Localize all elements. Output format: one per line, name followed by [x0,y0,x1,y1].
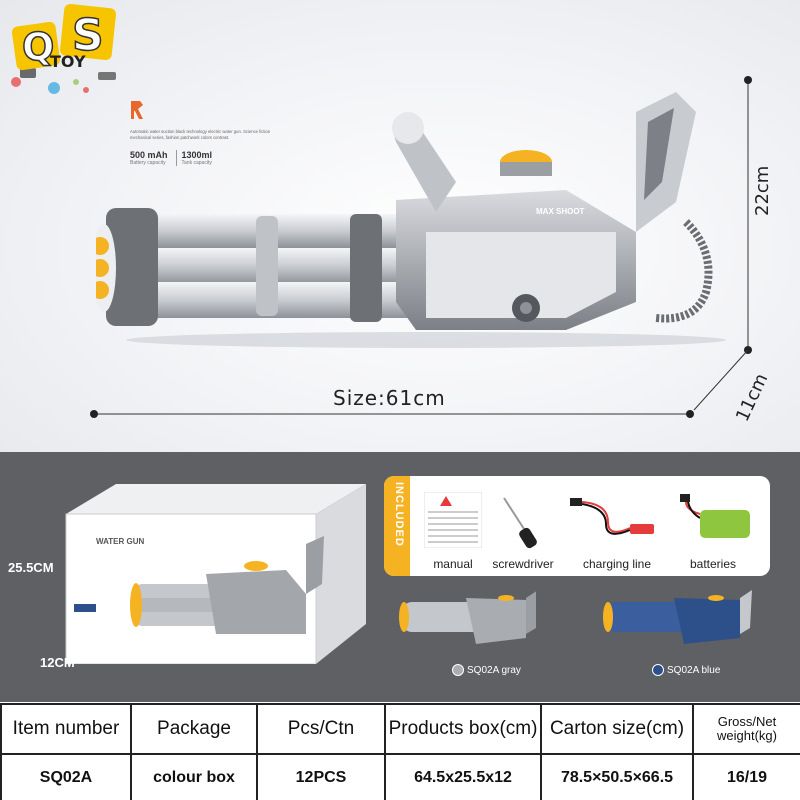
table-header-row: Item number Package Pcs/Ctn Products box… [0,703,800,755]
included-panel: INCLUDED manual screwdriver charging lin… [384,476,770,576]
cell-products-box: 64.5x25.5x12 [384,753,542,800]
header-products-box: Products box(cm) [384,703,542,755]
cell-package: colour box [130,753,258,800]
included-item-charging-line: charging line [582,557,652,571]
manual-icon [424,492,482,548]
variant-gray-image [399,591,536,644]
included-item-screwdriver: screwdriver [492,557,554,571]
header-carton-size: Carton size(cm) [540,703,694,755]
box-height-label: 25.5CM [8,560,54,575]
box-depth-label: 12CM [40,655,75,670]
header-pcs-ctn: Pcs/Ctn [256,703,386,755]
cell-pcs-ctn: 12PCS [256,753,386,800]
variant-blue: SQ02A blue [652,664,720,676]
spec-description: Automatic water suction black technology… [130,129,271,140]
header-item-number: Item number [0,703,132,755]
variant-gray: SQ02A gray [452,664,521,676]
box-print-text: WATER GUN [96,537,145,546]
gun-badge-text: MAX SHOOT [536,207,585,216]
variant-gray-label: SQ02A gray [467,664,521,676]
header-package: Package [130,703,258,755]
included-title: INCLUDED [393,482,405,547]
battery-label: Battery capacity [130,160,166,166]
dimension-height: 22cm [752,165,773,216]
variant-blue-label: SQ02A blue [667,664,721,676]
tank-label: Tank capacity [181,160,212,166]
gray-swatch [452,664,464,676]
spec-table: Item number Package Pcs/Ctn Products box… [0,703,800,800]
header-weight: Gross/Net weight(kg) [692,703,800,755]
spec-card: Automatic water suction black technology… [130,100,290,166]
included-item-batteries: batteries [689,557,737,571]
svg-text:Q: Q [22,25,54,69]
dimension-length: Size:61cm [333,386,446,410]
table-row: SQ02A colour box 12PCS 64.5x25.5x12 78.5… [0,753,800,800]
cell-carton-size: 78.5×50.5×66.5 [540,753,694,800]
tank-value: 1300ml [181,150,213,160]
battery-value: 500 mAh [130,150,168,160]
brand-logo-text: TOY [50,52,86,71]
water-gun-image: MAX SHOOT [96,92,726,348]
dimension-lines [90,76,752,418]
product-hero: Q S TOY Automatic water suction black te… [0,0,800,452]
cell-weight: 16/19 [692,753,800,800]
brand-mark-icon [131,101,143,119]
included-item-manual: manual [433,557,473,571]
brand-logo-icon: Q S [11,4,116,94]
batteries-icon [680,494,750,538]
cell-item-number: SQ02A [0,753,132,800]
variant-blue-image [603,590,752,644]
package-box-image: WATER GUN [65,484,366,664]
charging-line-icon [570,498,654,535]
box-length-label: 64.5CM [212,650,258,665]
blue-swatch [652,664,664,676]
svg-text:S: S [72,10,104,61]
screwdriver-icon [503,497,537,549]
included-tab: INCLUDED [384,476,410,576]
